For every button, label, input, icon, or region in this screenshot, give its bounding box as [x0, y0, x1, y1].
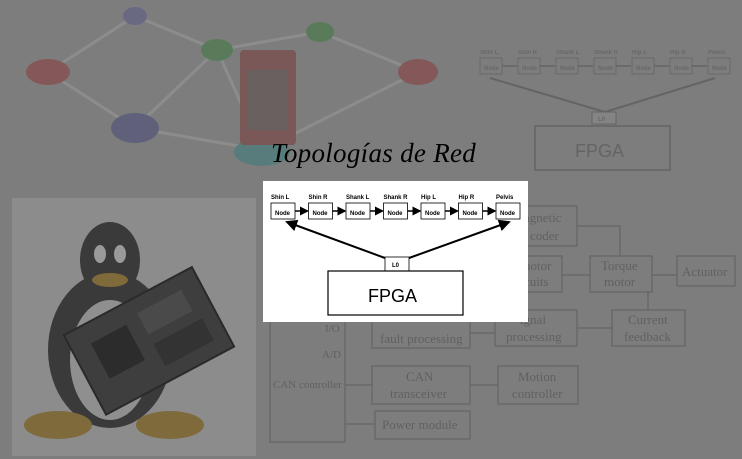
fg-node-label: Node	[425, 211, 441, 217]
fg-segment-label: Hip R	[459, 195, 475, 201]
ad-label: A/D	[322, 349, 341, 361]
fg-node-label: Node	[313, 211, 329, 217]
fpga-label: FPGA	[368, 286, 417, 306]
current-feedback-2: feedback	[624, 329, 671, 344]
bg-node-label: Node	[598, 66, 614, 72]
fg-segment-label: Pelvis	[496, 195, 514, 201]
node-diagram: Shin L Node Shin R Node Shank L Node Shank R No…	[270, 195, 521, 316]
motion-controller-2: controller	[512, 386, 563, 401]
network-graph	[26, 7, 438, 166]
current-feedback-1: Current	[628, 312, 668, 327]
fpga-box	[327, 270, 464, 316]
actuator-label: Actuator	[682, 264, 728, 279]
node-diagram-card: Shin L Node Shin R Node Shank L Node Shank R No…	[263, 181, 528, 322]
io-label: I/O	[325, 323, 340, 335]
torque-motor-1: Torque	[601, 258, 638, 273]
fault-processing-2: fault processing	[380, 331, 463, 346]
bg-block-diagram: agnetic coder notor cuits Torque motor A…	[269, 205, 736, 443]
bg-segment-label: Shin L	[480, 50, 499, 56]
bg-node-box	[707, 57, 731, 75]
bg-segment-label: Shank R	[594, 50, 619, 56]
fg-node-label: Node	[275, 211, 291, 217]
fg-segment-label: Shin L	[271, 195, 290, 201]
bg-segment-label: Hip R	[670, 50, 686, 56]
bg-node-label: Node	[560, 66, 576, 72]
motion-controller-1: Motion	[518, 369, 557, 384]
fg-segment-label: Shin R	[309, 195, 329, 201]
fg-segment-label: Shank L	[346, 195, 370, 201]
fg-node-label: Node	[500, 211, 516, 217]
motor-circuits-2: cuits	[524, 274, 549, 289]
magnetic-encoder-1: agnetic	[524, 210, 562, 225]
bg-node-diagram: Shin L Node Shin R Node Shank L Node Shank R No…	[479, 50, 731, 171]
bg-node-label: Node	[636, 66, 652, 72]
bg-bus-label: L0	[598, 117, 606, 123]
power-module-label: Power module	[382, 417, 458, 432]
fg-node-label: Node	[463, 211, 479, 217]
tux-image	[12, 198, 256, 456]
fg-node-label: Node	[388, 211, 404, 217]
bg-node-label: Node	[674, 66, 690, 72]
signal-processing-2: processing	[506, 329, 562, 344]
fg-node-box	[495, 202, 521, 220]
bg-segment-label: Hip L	[632, 50, 647, 56]
can-transceiver-2: transceiver	[390, 386, 448, 401]
bg-fpga-label: FPGA	[575, 141, 624, 161]
can-transceiver-1: CAN	[406, 369, 434, 384]
bg-segment-label: Shank L	[556, 50, 580, 56]
fg-segment-label: Hip L	[421, 195, 436, 201]
bg-node-label: Node	[522, 66, 538, 72]
bg-node-label: Node	[484, 66, 500, 72]
motor-circuits-1: notor	[524, 258, 552, 273]
fg-node-label: Node	[350, 211, 366, 217]
bg-node-label: Node	[712, 66, 728, 72]
magnetic-encoder-2: coder	[530, 228, 560, 243]
can-controller-label: CAN controller	[273, 379, 342, 391]
torque-motor-2: motor	[604, 274, 636, 289]
page-title: Topologías de Red	[271, 138, 477, 168]
bg-segment-label: Pelvis	[708, 50, 726, 56]
bus-label: L0	[392, 263, 400, 269]
fg-segment-label: Shank R	[384, 195, 409, 201]
bg-segment-label: Shin R	[518, 50, 538, 56]
